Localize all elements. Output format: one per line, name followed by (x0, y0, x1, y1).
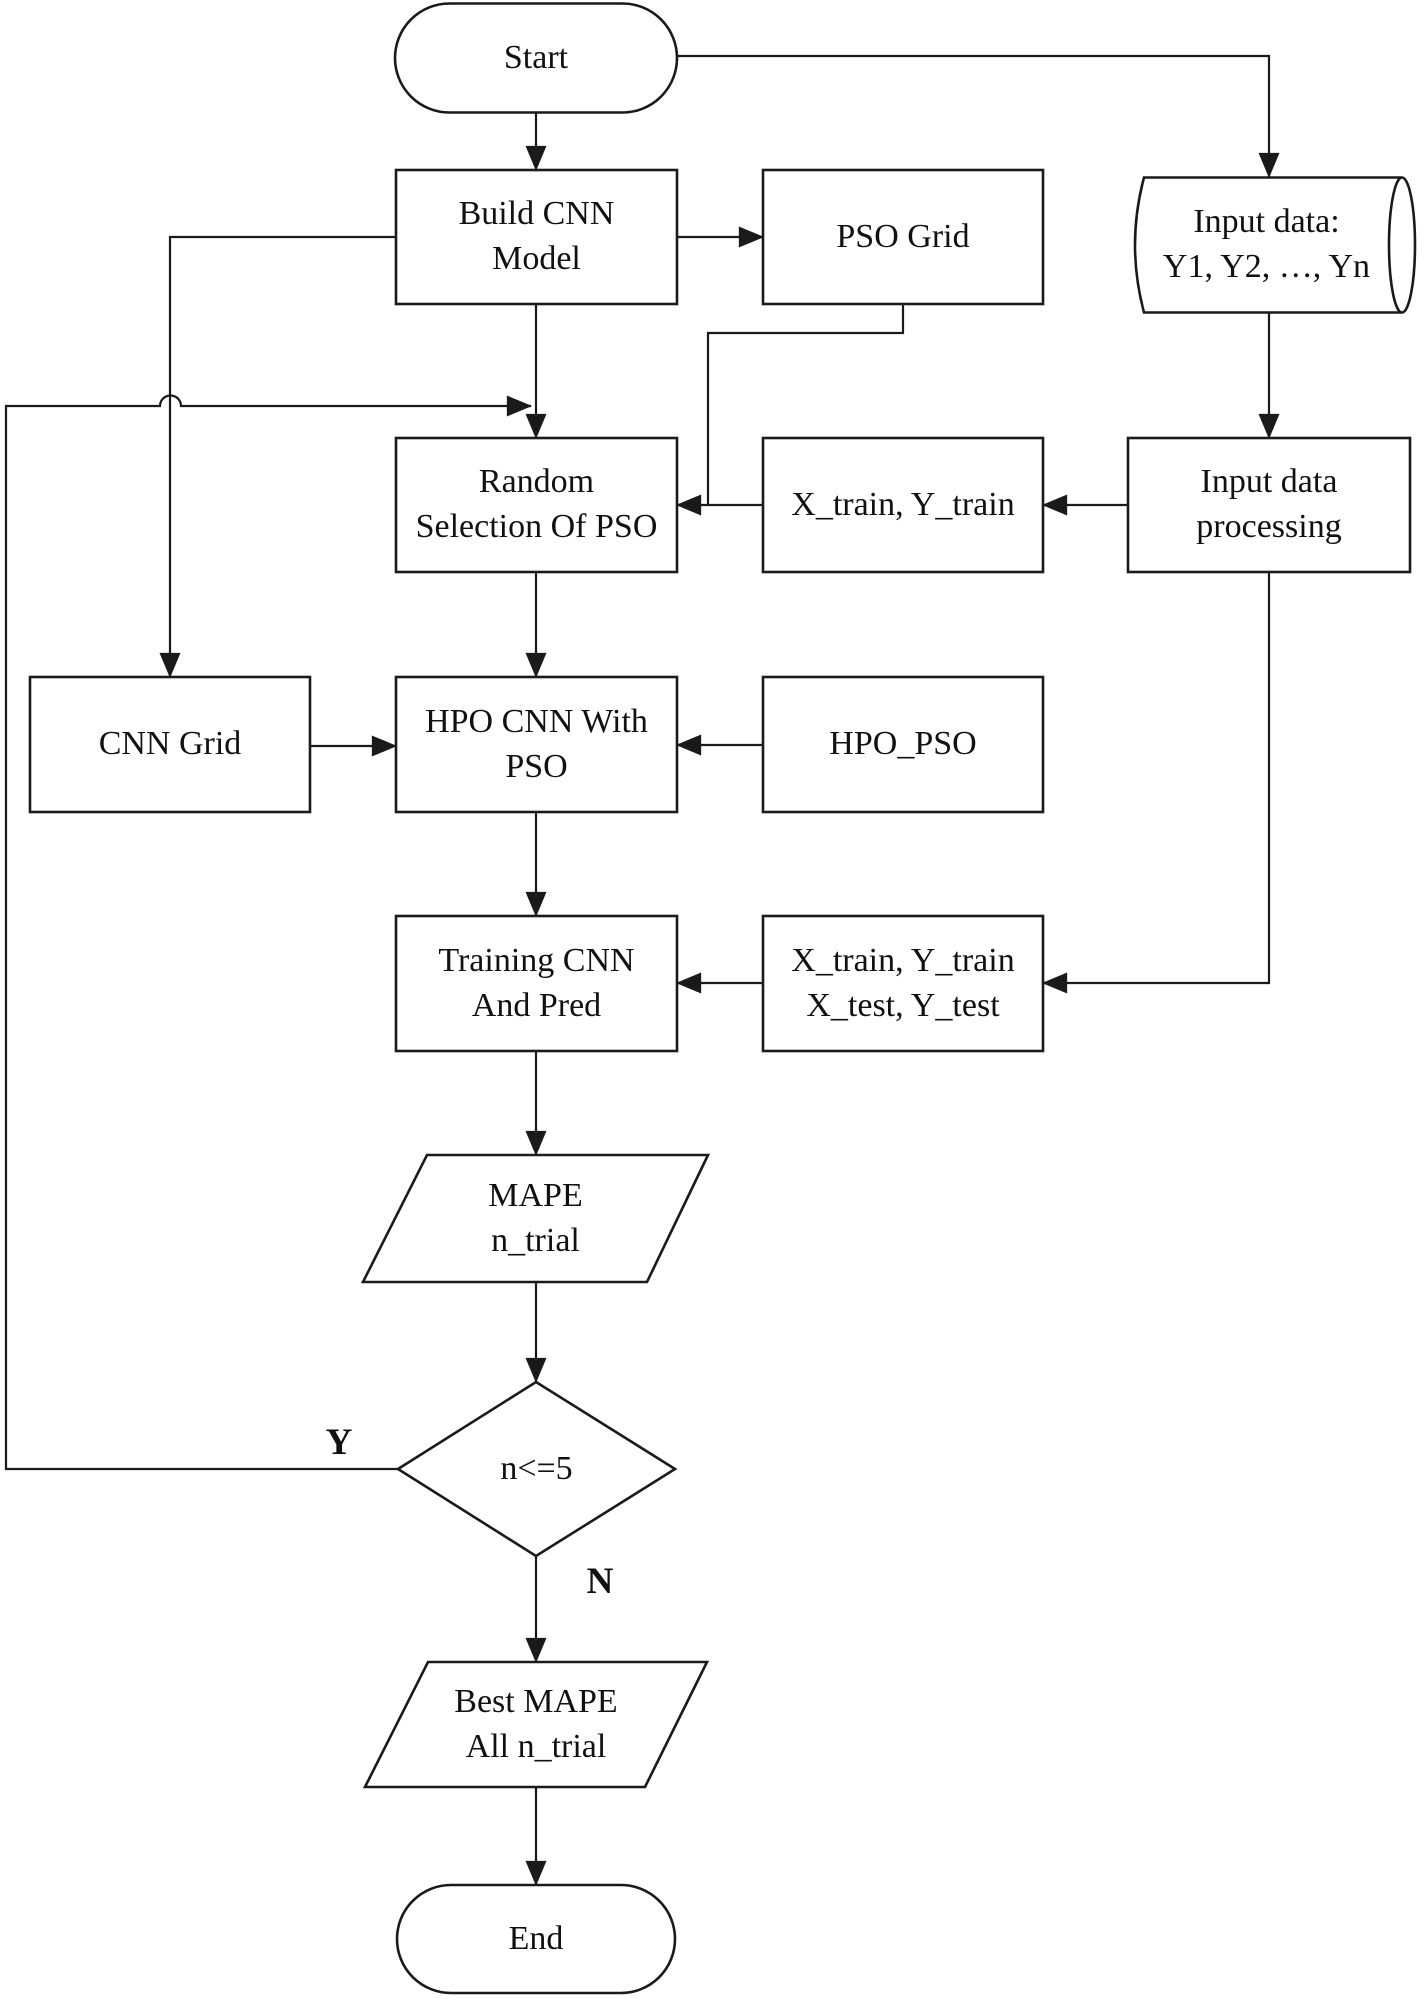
decision-yes-label: Y (325, 1421, 353, 1463)
hpo-pso-box-shape (761, 675, 1045, 814)
training-box-shape (394, 914, 679, 1053)
xy-train-box-shape (761, 436, 1045, 574)
edge-decision-yes-feedback (4, 394, 533, 1471)
hpo-cnn-box-shape (394, 675, 679, 814)
decision-diamond-shape (395, 1380, 678, 1558)
edge-input-processing-to-xy-test (1041, 572, 1271, 994)
cnn-grid-box-shape (28, 675, 312, 814)
start-terminator-shape (393, 2, 679, 114)
edge-start-to-input-data (677, 54, 1280, 179)
input-data-cylinder-cap (1387, 176, 1417, 314)
random-selection-box-shape (394, 436, 679, 574)
decision-no-label: N (586, 1560, 614, 1602)
edge-pso-grid-connector (706, 304, 905, 504)
end-terminator-shape (395, 1883, 677, 1995)
build-cnn-box-shape (394, 168, 679, 306)
input-processing-box-shape (1126, 436, 1412, 574)
edge-build-cnn-to-cnn-grid (159, 235, 396, 679)
input-data-cylinder-shape (1133, 176, 1402, 314)
xy-test-box-shape (761, 914, 1045, 1053)
mape-parallelogram-shape (360, 1153, 711, 1284)
best-mape-parallelogram-shape (362, 1660, 710, 1789)
pso-grid-box-shape (761, 168, 1045, 306)
